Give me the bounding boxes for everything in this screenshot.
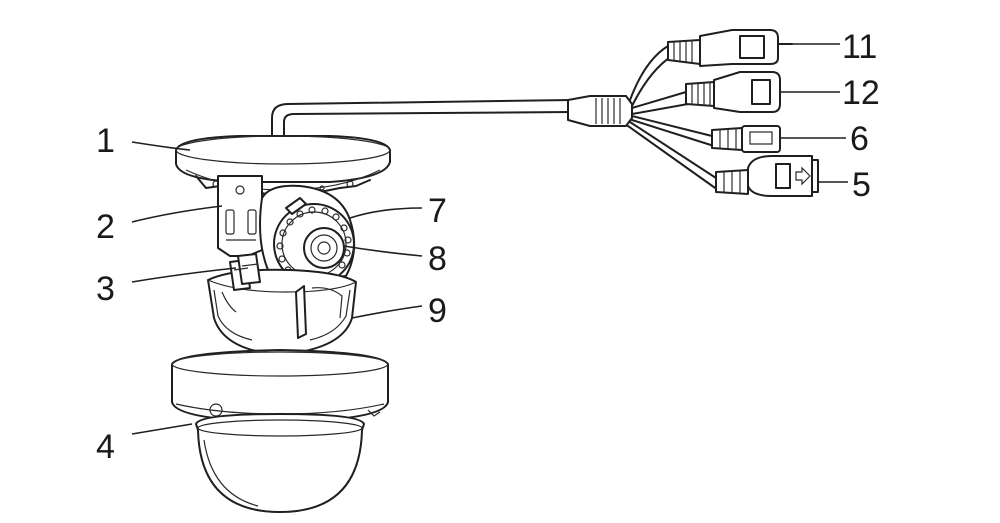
callout-5: 5: [852, 166, 871, 204]
camera-shroud: [207, 268, 357, 353]
camera-base: [175, 135, 391, 195]
callout-4: 4: [96, 428, 115, 466]
callout-7: 7: [428, 192, 447, 230]
main-cable: [271, 99, 573, 141]
camera-lens: [303, 227, 345, 269]
audio-connector: [685, 71, 781, 113]
dome-cover: [171, 349, 389, 513]
callout-11: 11: [842, 28, 877, 66]
callout-12: 12: [842, 74, 880, 112]
leader-lines: [131, 43, 848, 435]
cable-splitter: [567, 95, 633, 127]
callout-9: 9: [428, 292, 447, 330]
callout-6: 6: [850, 120, 869, 158]
callout-8: 8: [428, 240, 447, 278]
callout-1: 1: [96, 122, 115, 160]
network-connector: [667, 29, 793, 67]
power-connector: [715, 155, 819, 197]
dome-bubble: [195, 413, 365, 513]
callout-3: 3: [96, 270, 115, 308]
branch-wires: [627, 45, 719, 191]
camera-bracket: [217, 175, 263, 257]
dc-connector: [711, 125, 781, 153]
callout-2: 2: [96, 208, 115, 246]
